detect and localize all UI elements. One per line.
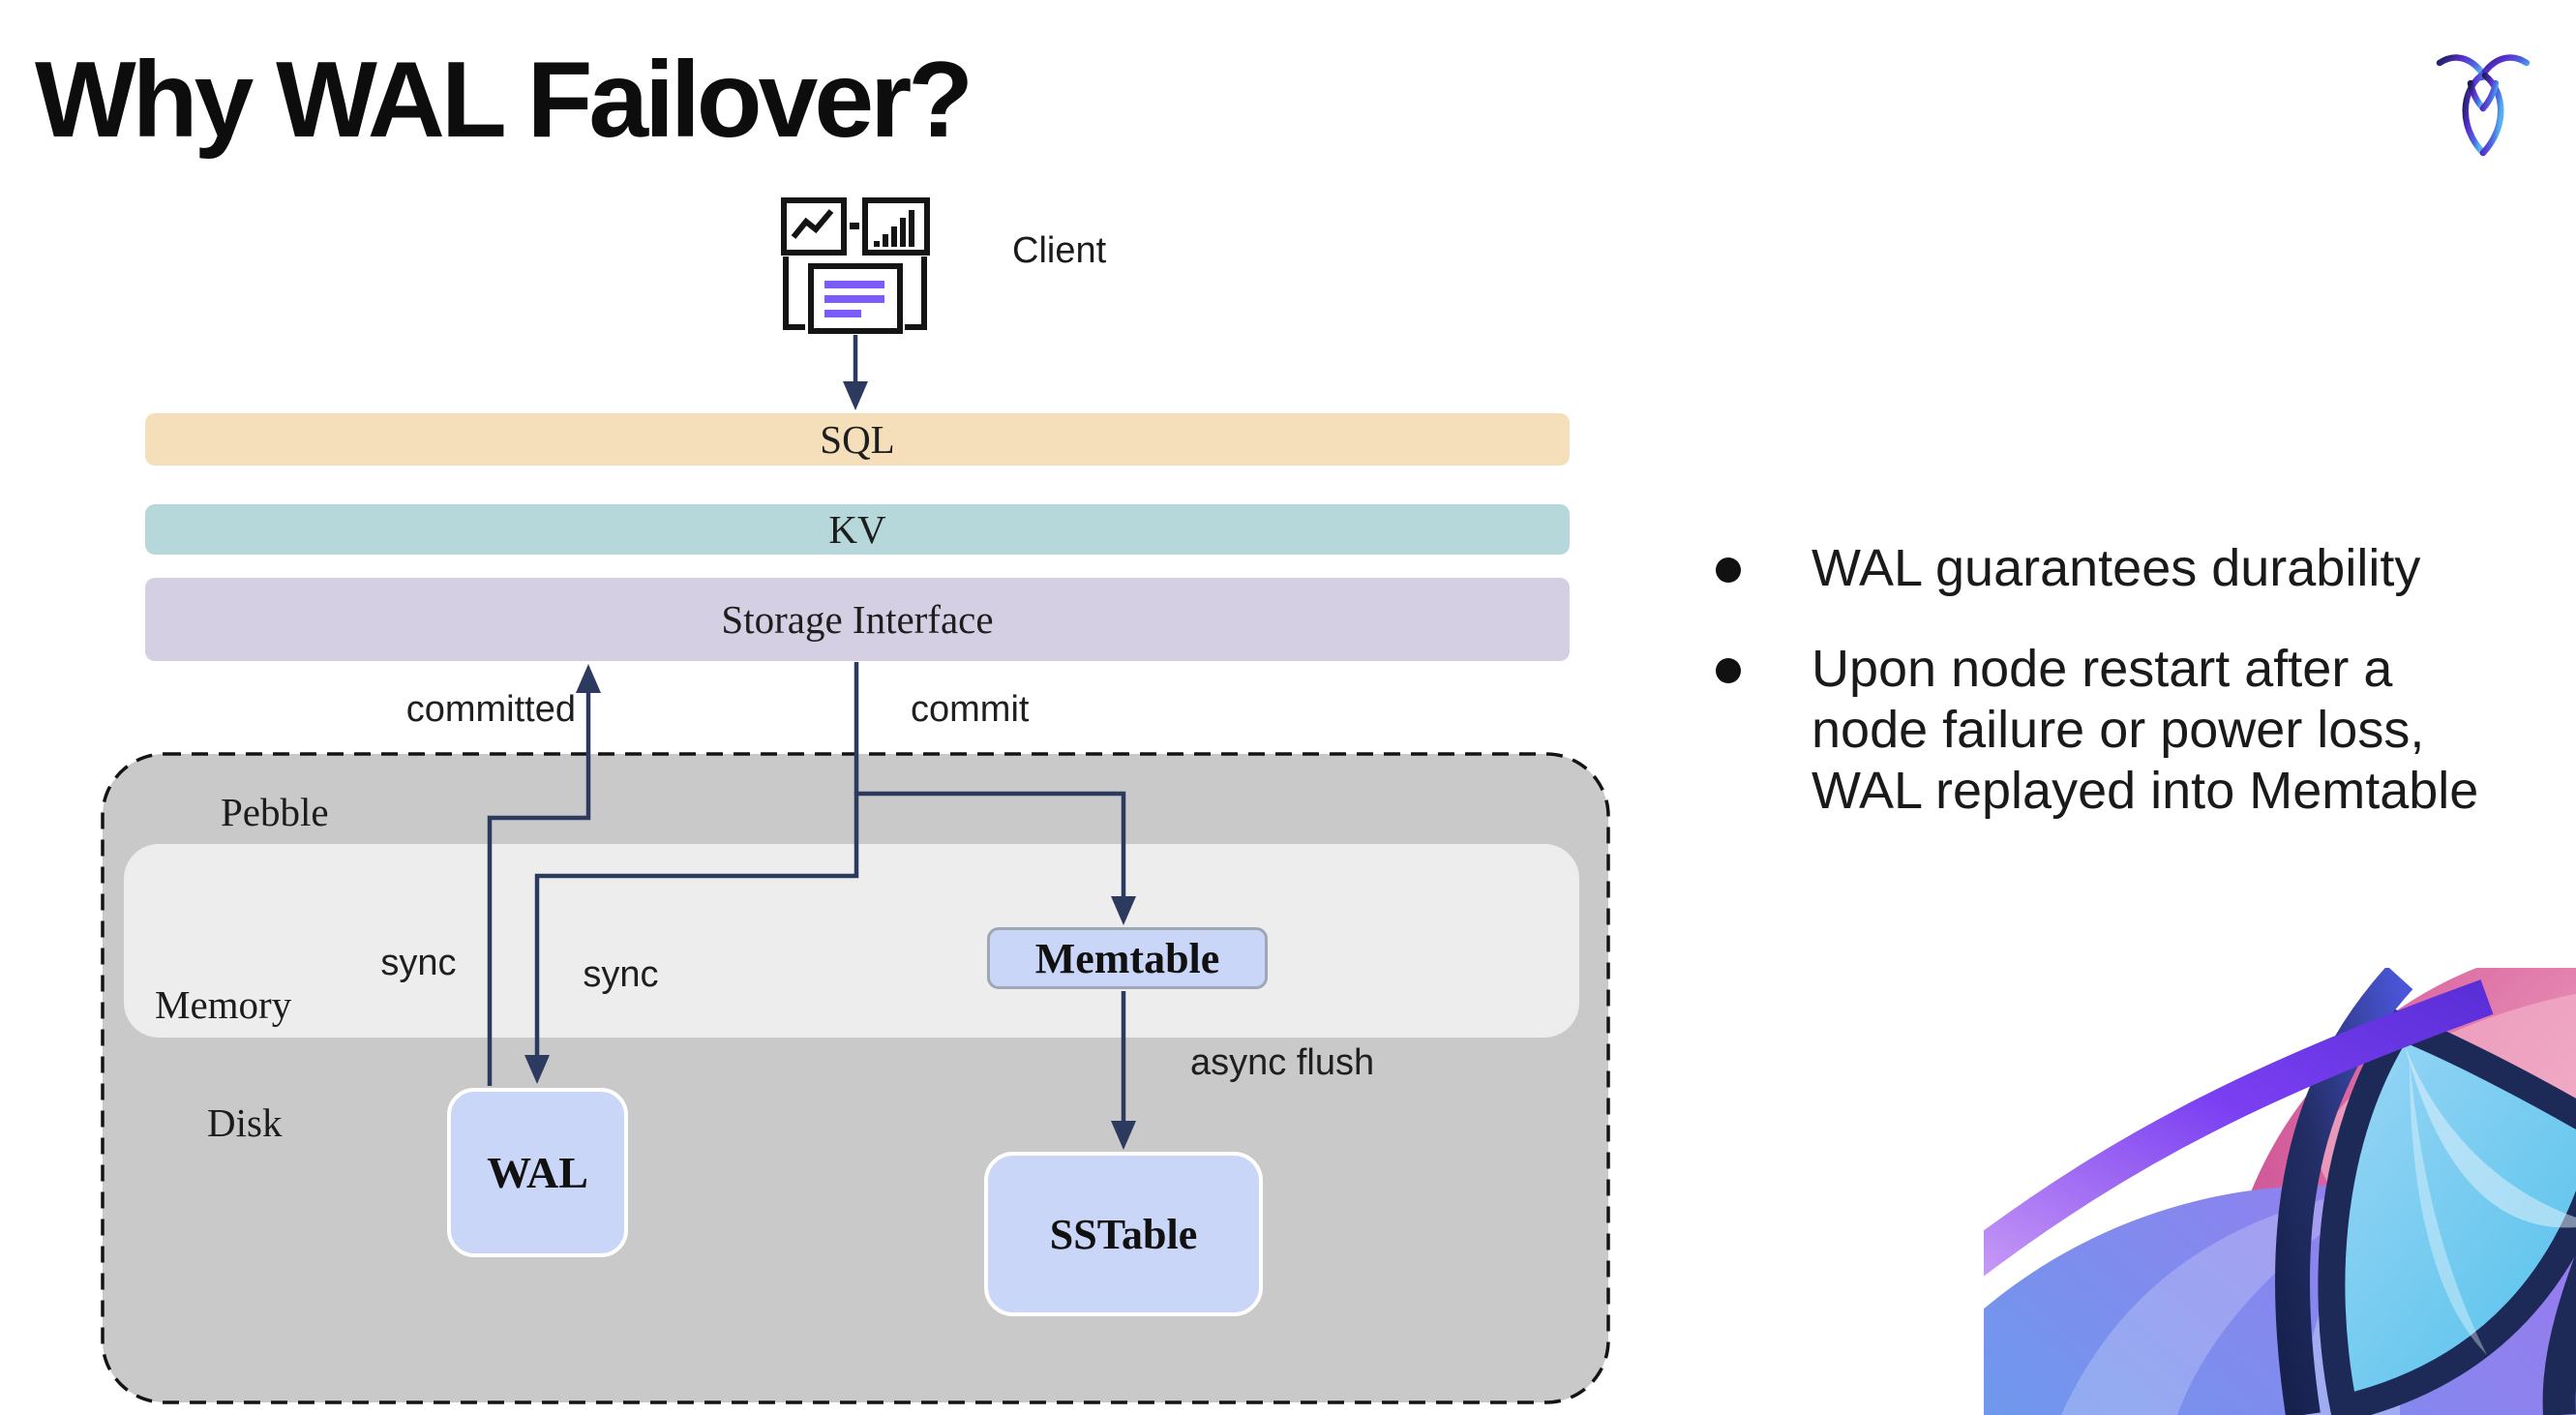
memory-label: Memory <box>155 982 292 1027</box>
client-terminal-icon <box>781 197 930 334</box>
layer-sql: SQL <box>145 413 1570 466</box>
page-title: Why WAL Failover? <box>35 40 973 160</box>
memtable-node: Memtable <box>987 927 1268 989</box>
dash-glyph <box>850 223 859 229</box>
edge-label-commit: commit <box>911 689 1030 730</box>
bullet-item: Upon node restart after a node failure o… <box>1812 640 2479 820</box>
bullet-dot <box>1716 658 1741 683</box>
bullet-item: WAL guarantees durability <box>1812 539 2421 597</box>
edge-label-committed: committed <box>405 689 576 730</box>
disk-label: Disk <box>207 1100 283 1145</box>
wal-node-label: WAL <box>487 1148 588 1197</box>
wal-node: WAL <box>447 1088 628 1257</box>
layer-kv-label: KV <box>828 507 886 552</box>
pebble-label: Pebble <box>221 790 329 834</box>
cockroach-artwork <box>1984 968 2576 1415</box>
client-label: Client <box>1012 230 1107 271</box>
sstable-node: SSTable <box>984 1152 1263 1316</box>
bullet-dot <box>1716 557 1741 583</box>
edge-label-async-flush: async flush <box>1190 1042 1375 1083</box>
memtable-node-label: Memtable <box>1034 934 1220 982</box>
edge-label-sync-right: sync <box>583 954 659 995</box>
layer-storage-interface-label: Storage Interface <box>721 597 994 642</box>
layer-kv: KV <box>145 504 1570 555</box>
cockroachdb-logo-icon <box>2436 54 2531 157</box>
edge-label-sync-left: sync <box>380 943 457 983</box>
layer-storage-interface: Storage Interface <box>145 578 1570 661</box>
memory-band <box>124 844 1579 1038</box>
layer-sql-label: SQL <box>820 417 895 462</box>
sstable-node-label: SSTable <box>1049 1210 1198 1258</box>
